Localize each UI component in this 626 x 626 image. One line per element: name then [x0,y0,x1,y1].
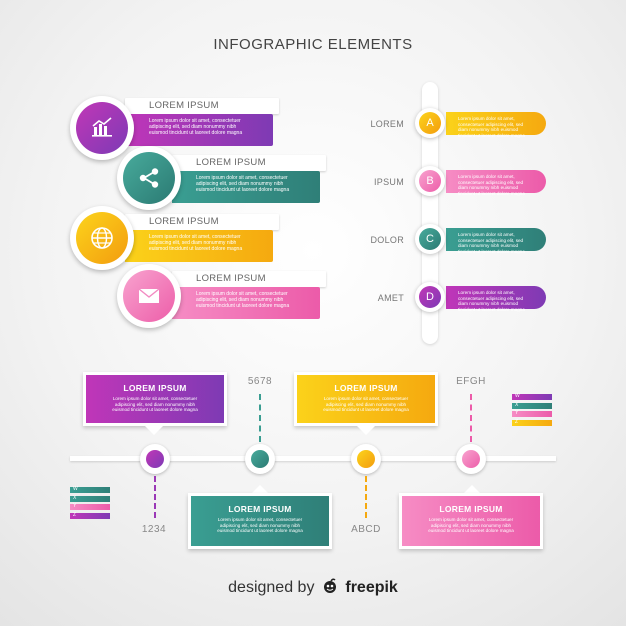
item-label-strip: LOREM IPSUM [125,98,279,114]
legend-bar: Z [70,512,110,519]
pill-description: Lorem ipsum dolor sit amet, consectetuer… [458,116,525,138]
item-label-strip: LOREM IPSUM [125,214,279,230]
timeline-dot [456,444,486,474]
freepik-logo-icon [322,578,338,594]
item-description: Lorem ipsum dolor sit amet, consectetuer… [149,234,243,253]
box-pointer [251,485,269,494]
box-description: Lorem ipsum dolor sit amet, consectetuer… [217,517,303,534]
item-description: Lorem ipsum dolor sit amet, consectetuer… [149,118,243,137]
item-circle [117,264,181,328]
timeline-box: LOREM IPSUM Lorem ipsum dolor sit amet, … [83,372,227,426]
box-heading: LOREM IPSUM [228,504,292,514]
pill-description: Lorem ipsum dolor sit amet, consectetuer… [458,232,525,254]
marker-letter: D [419,286,441,308]
box-heading: LOREM IPSUM [334,383,398,393]
item-label: LOREM IPSUM [149,100,219,111]
timeline-connector [154,476,156,518]
legend-bar: X [70,495,110,502]
timeline-dot [351,444,381,474]
pill-description: Lorem ipsum dolor sit amet, consectetuer… [458,290,525,312]
mini-legend: W X Y Z [70,486,110,521]
box-heading: LOREM IPSUM [439,504,503,514]
timeline-word: LOREM [370,119,404,129]
legend-bar: Z [512,419,552,426]
item-text-band: Lorem ipsum dolor sit amet, consectetuer… [125,114,273,146]
box-pointer [145,426,163,435]
box-pointer [357,426,375,435]
item-label: LOREM IPSUM [196,157,266,168]
timeline-dot [245,444,275,474]
legend-bar: Y [512,410,552,417]
item-label-strip: LOREM IPSUM [172,155,326,171]
timeline-box: LOREM IPSUM Lorem ipsum dolor sit amet, … [399,493,543,549]
legend-bar: W [512,393,552,400]
timeline-marker: A [415,108,445,138]
marker-letter: C [419,228,441,250]
timeline-marker: B [415,166,445,196]
timeline-label: ABCD [351,524,381,535]
timeline-connector [259,394,261,442]
timeline-marker: D [415,282,445,312]
globe-icon [76,212,128,264]
timeline-label: 1234 [141,524,167,535]
legend-bar: X [512,402,552,409]
legend-bar: Y [70,503,110,510]
timeline-pill: Lorem ipsum dolor sit amet, consectetuer… [446,286,546,312]
timeline-connector [470,394,472,442]
item-label-strip: LOREM IPSUM [172,271,326,287]
horizontal-timeline-line [70,456,556,461]
footer-brand: freepik [345,579,398,596]
timeline-pill: Lorem ipsum dolor sit amet, consectetuer… [446,228,546,254]
item-circle [70,96,134,160]
item-text-band: Lorem ipsum dolor sit amet, consectetuer… [172,171,320,203]
timeline-dot [140,444,170,474]
footer-prefix: designed by [228,579,315,596]
timeline-label: 5678 [247,376,273,387]
page-title: INFOGRAPHIC ELEMENTS [213,36,413,53]
box-description: Lorem ipsum dolor sit amet, consectetuer… [428,517,514,534]
item-circle [117,146,181,210]
item-label: LOREM IPSUM [149,216,219,227]
timeline-pill: Lorem ipsum dolor sit amet, consectetuer… [446,112,546,138]
marker-letter: A [419,112,441,134]
vertical-timeline-bar [422,82,438,344]
item-description: Lorem ipsum dolor sit amet, consectetuer… [196,175,290,194]
pill-description: Lorem ipsum dolor sit amet, consectetuer… [458,174,525,196]
timeline-box: LOREM IPSUM Lorem ipsum dolor sit amet, … [188,493,332,549]
timeline-marker: C [415,224,445,254]
timeline-word: DOLOR [370,235,404,245]
footer-credit: designed by freepik [0,578,626,597]
timeline-connector [365,476,367,518]
legend-bar: W [70,486,110,493]
share-icon [123,152,175,204]
mini-legend: W X Y Z [512,393,552,428]
item-description: Lorem ipsum dolor sit amet, consectetuer… [196,291,290,310]
item-text-band: Lorem ipsum dolor sit amet, consectetuer… [172,287,320,319]
timeline-box: LOREM IPSUM Lorem ipsum dolor sit amet, … [294,372,438,426]
box-description: Lorem ipsum dolor sit amet, consectetuer… [323,396,409,413]
bar-chart-icon [76,102,128,154]
mail-icon [123,270,175,322]
marker-letter: B [419,170,441,192]
timeline-pill: Lorem ipsum dolor sit amet, consectetuer… [446,170,546,196]
box-pointer [463,485,481,494]
timeline-label: EFGH [456,376,486,387]
item-label: LOREM IPSUM [196,273,266,284]
item-circle [70,206,134,270]
box-heading: LOREM IPSUM [123,383,187,393]
item-text-band: Lorem ipsum dolor sit amet, consectetuer… [125,230,273,262]
timeline-word: IPSUM [373,177,404,187]
timeline-word: AMET [377,293,404,303]
box-description: Lorem ipsum dolor sit amet, consectetuer… [112,396,198,413]
